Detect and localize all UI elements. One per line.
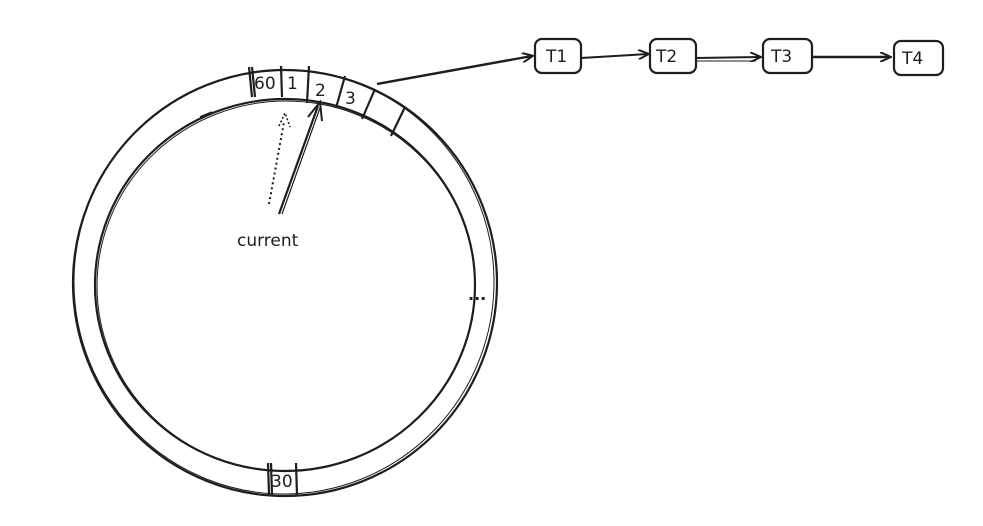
current-pointer: current: [237, 99, 323, 251]
previous-pointer-arrowhead: [278, 110, 291, 128]
slot-to-tasklist-arrow: [376, 56, 532, 86]
wheel-inner-ring: [93, 97, 477, 473]
task-node-label: T1: [545, 47, 567, 67]
slot-divider: [334, 75, 347, 109]
previous-pointer-dotted-arrow: [268, 121, 285, 205]
slot-divider: [247, 66, 254, 98]
task-node-label: T2: [655, 47, 677, 67]
slot-divider: [266, 462, 271, 496]
task-node-label: T3: [770, 47, 792, 67]
task-link-arrow: [580, 54, 648, 58]
wheel-sketch-mark: [199, 111, 213, 118]
task-node-t1: T1: [533, 37, 583, 75]
task-list: T1 T2 T3 T4: [533, 37, 945, 77]
wheel-slot-dividers: [247, 65, 406, 137]
task-node-box: [892, 39, 945, 77]
slot-divider: [279, 65, 284, 98]
slot-divider: [294, 462, 299, 496]
slot-label-30: 30: [271, 472, 293, 492]
wheel-ellipsis: ...: [468, 285, 486, 304]
task-node-t2: T2: [648, 37, 698, 75]
slot-label-2: 2: [315, 81, 326, 101]
task-node-t4: T4: [892, 39, 945, 77]
current-pointer-arrow-sketch: [281, 107, 321, 215]
slot-divider: [305, 65, 311, 104]
wheel-outer-ring-sketch: [73, 69, 495, 495]
wheel-inner-ring-sketch: [96, 100, 476, 472]
task-node-t3: T3: [761, 37, 814, 75]
task-node-box: [533, 37, 583, 75]
slot-label-60: 60: [254, 74, 276, 94]
task-node-label: T4: [901, 49, 923, 69]
slot-divider: [269, 462, 274, 496]
slot-divider: [250, 66, 257, 98]
current-pointer-arrowhead: [307, 99, 323, 122]
slot-divider: [360, 88, 377, 120]
slot-divider: [390, 106, 406, 137]
wheel-bottom-slot: [266, 462, 299, 496]
task-link-arrow: [695, 57, 760, 58]
current-label: current: [237, 231, 299, 251]
slot-label-1: 1: [287, 74, 298, 94]
current-pointer-arrow: [277, 105, 320, 215]
slot-label-3: 3: [345, 89, 356, 109]
timing-wheel: 60 1 2 3 30 ...: [71, 65, 499, 498]
wheel-outer-ring: [71, 68, 499, 498]
task-node-box: [648, 37, 698, 75]
